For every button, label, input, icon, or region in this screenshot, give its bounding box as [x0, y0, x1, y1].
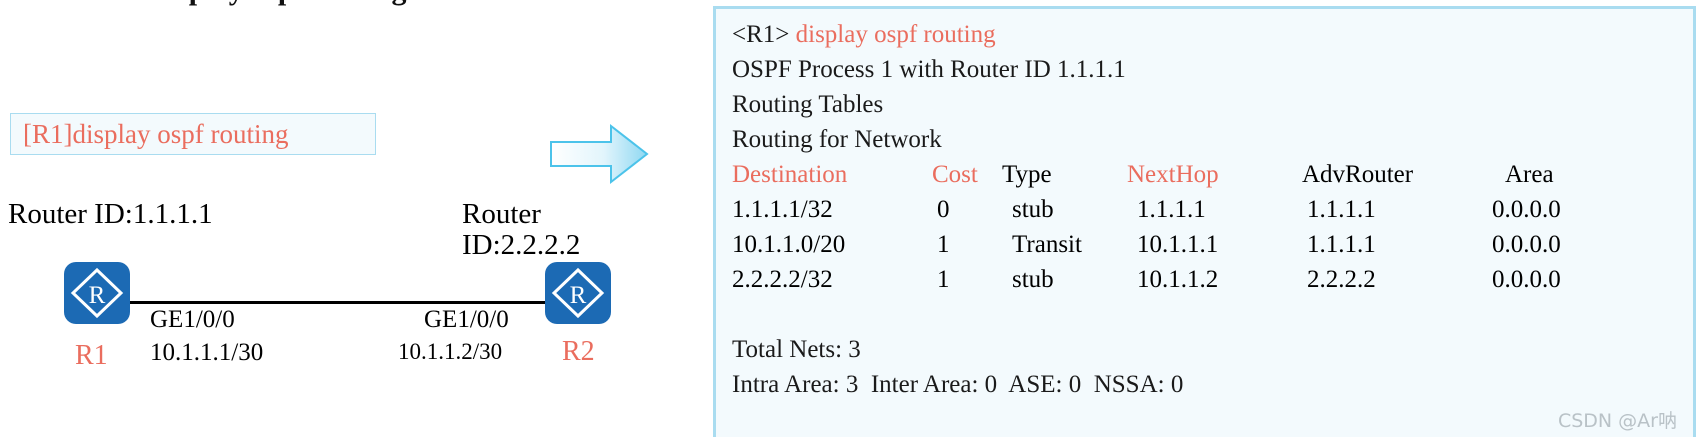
cell-advrouter: 1.1.1.1: [1307, 196, 1376, 223]
cell-destination: 1.1.1.1/32: [732, 196, 833, 223]
cell-nexthop: 1.1.1.1: [1137, 196, 1206, 223]
cell-cost: 0: [937, 196, 950, 223]
terminal-area-summary: Intra Area: 3 Inter Area: 0 ASE: 0 NSSA:…: [732, 371, 1184, 398]
device-label-r1: R1: [75, 340, 108, 371]
terminal-command: display ospf routing: [795, 21, 996, 48]
ethernet-link-line: [128, 301, 554, 304]
router-icon-r2[interactable]: R: [545, 262, 611, 324]
right-arrow-icon: [549, 122, 649, 186]
watermark: CSDN @Ar呐: [1557, 410, 1677, 432]
cell-area: 0.0.0.0: [1492, 266, 1561, 293]
terminal-lines: <R1> display ospf routing OSPF Process 1…: [732, 17, 1685, 402]
column-header-advrouter: AdvRouter: [1302, 161, 1414, 188]
terminal-line-routing-for-network: Routing for Network: [732, 126, 942, 153]
interface-name-r2: GE1/0/0: [424, 306, 509, 333]
terminal-command-line: <R1> display ospf routing: [732, 17, 1685, 52]
column-header-destination: Destination: [732, 161, 848, 188]
topology-diagram: display ospf routing [R1]display ospf ro…: [0, 0, 700, 437]
cell-cost: 1: [937, 266, 950, 293]
cell-advrouter: 1.1.1.1: [1307, 231, 1376, 258]
table-row: 10.1.1.0/20 1 Transit 10.1.1.1 1.1.1.1 0…: [732, 227, 1685, 262]
column-header-area: Area: [1505, 161, 1554, 188]
column-header-cost: Cost: [932, 161, 978, 188]
terminal-line-routing-tables: Routing Tables: [732, 91, 884, 118]
cell-nexthop: 10.1.1.1: [1137, 231, 1219, 258]
cell-cost: 1: [937, 231, 950, 258]
terminal-output-panel: <R1> display ospf routing OSPF Process 1…: [713, 6, 1696, 437]
cell-area: 0.0.0.0: [1492, 231, 1561, 258]
command-text: [R1]display ospf routing: [23, 118, 289, 149]
command-box[interactable]: [R1]display ospf routing: [10, 113, 376, 155]
terminal-total-nets: Total Nets: 3: [732, 336, 861, 363]
cell-destination: 2.2.2.2/32: [732, 266, 833, 293]
terminal-prompt: <R1>: [732, 21, 790, 48]
router-id-label-r2: Router ID:2.2.2.2: [462, 198, 581, 262]
table-row: 2.2.2.2/32 1 stub 10.1.1.2 2.2.2.2 0.0.0…: [732, 262, 1685, 297]
terminal-blank-line: [732, 297, 1685, 332]
cell-nexthop: 10.1.1.2: [1137, 266, 1219, 293]
router-icon-r1[interactable]: R: [64, 262, 130, 324]
cell-destination: 10.1.1.0/20: [732, 231, 846, 258]
clipped-slide-title: display ospf routing: [152, 0, 407, 7]
device-label-r2: R2: [562, 336, 595, 367]
router-id-label-r1: Router ID:1.1.1.1: [8, 198, 213, 230]
svg-text:R: R: [89, 282, 106, 309]
cell-type: stub: [1012, 196, 1054, 223]
interface-address-r2: 10.1.1.2/30: [398, 339, 503, 364]
svg-text:R: R: [570, 282, 587, 309]
terminal-line-process: OSPF Process 1 with Router ID 1.1.1.1: [732, 56, 1126, 83]
column-header-nexthop: NextHop: [1127, 161, 1219, 188]
interface-name-r1: GE1/0/0: [150, 306, 235, 333]
table-row: 1.1.1.1/32 0 stub 1.1.1.1 1.1.1.1 0.0.0.…: [732, 192, 1685, 227]
cell-advrouter: 2.2.2.2: [1307, 266, 1376, 293]
cell-type: Transit: [1012, 231, 1082, 258]
column-header-type: Type: [1002, 161, 1052, 188]
cell-type: stub: [1012, 266, 1054, 293]
cell-area: 0.0.0.0: [1492, 196, 1561, 223]
interface-address-r1: 10.1.1.1/30: [150, 339, 264, 366]
routing-table-header-row: Destination Cost Type NextHop AdvRouter …: [732, 157, 1685, 192]
